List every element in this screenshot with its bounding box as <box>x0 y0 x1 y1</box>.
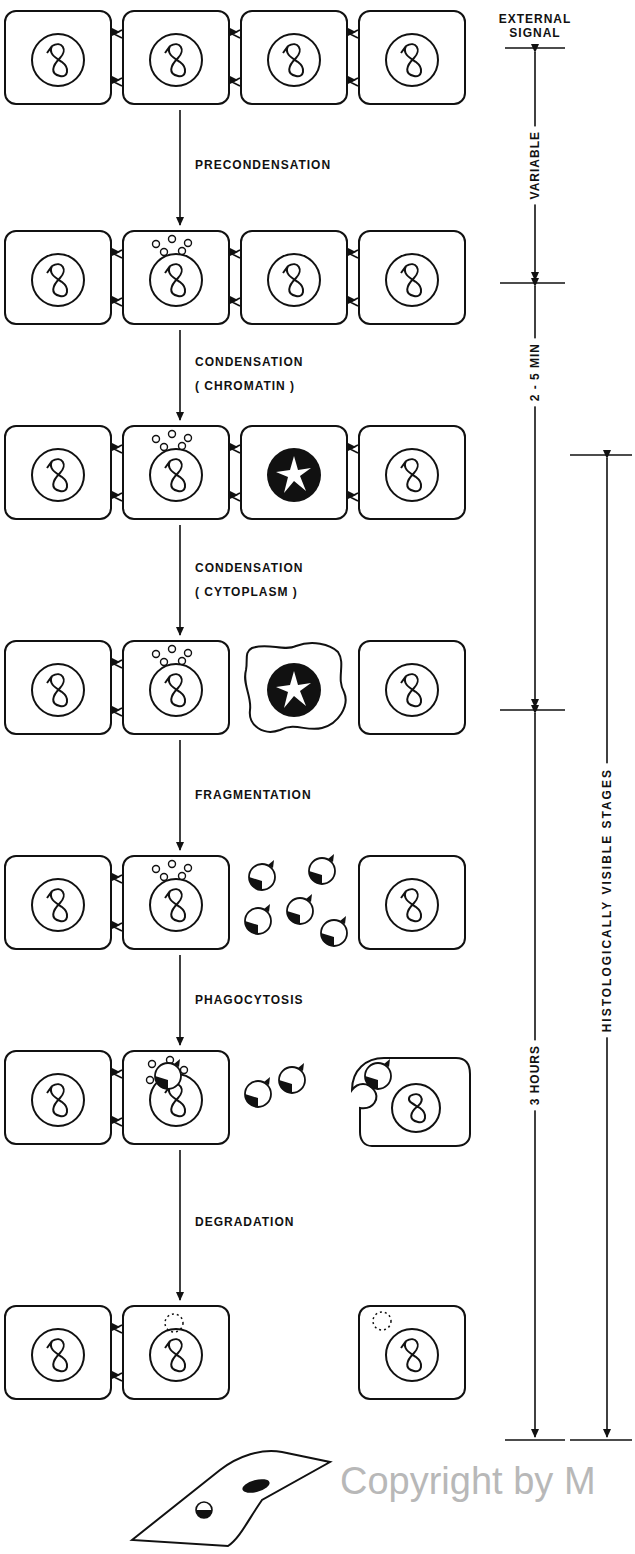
cell-row <box>5 11 465 104</box>
cell-row <box>5 231 465 324</box>
stage-label: DEGRADATION <box>195 1215 294 1229</box>
stage-label: CONDENSATION <box>195 561 303 575</box>
stage-label: FRAGMENTATION <box>195 788 312 802</box>
macrophage <box>132 1451 330 1546</box>
cell-row <box>5 641 465 734</box>
stage-label: ( CYTOPLASM ) <box>195 585 298 599</box>
stage-label: PHAGOCYTOSIS <box>195 993 303 1007</box>
stage-label: ( CHROMATIN ) <box>195 379 295 393</box>
cell-row <box>5 1051 470 1146</box>
cell-row <box>5 1306 465 1399</box>
cell-row <box>5 426 465 519</box>
cell-row <box>5 854 465 949</box>
signal-label: EXTERNAL SIGNAL <box>492 12 578 41</box>
time-label: 3 HOURS <box>526 1040 544 1110</box>
time-scale <box>500 48 632 1440</box>
watermark: Copyright by M <box>340 1459 596 1505</box>
stage-label: PRECONDENSATION <box>195 158 331 172</box>
time-label: HISTOLOGICALLY VISIBLE STAGES <box>598 763 616 1037</box>
time-label: 2 - 5 MIN <box>526 338 544 406</box>
stage-label: CONDENSATION <box>195 355 303 369</box>
time-label: VARIABLE <box>526 126 544 204</box>
